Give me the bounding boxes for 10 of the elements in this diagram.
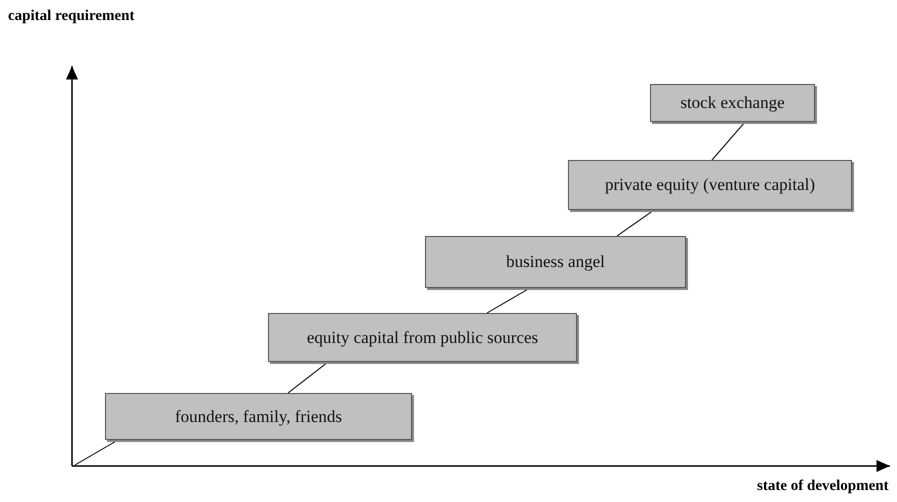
stage-box: business angel: [425, 236, 686, 288]
connector-line: [712, 122, 746, 160]
stage-box: equity capital from public sources: [268, 313, 577, 362]
stage-box: founders, family, friends: [105, 393, 412, 440]
stage-box: private equity (venture capital): [568, 160, 852, 210]
x-axis-label: state of development: [757, 478, 889, 495]
stage-box: stock exchange: [650, 84, 815, 122]
y-axis-label: capital requirement: [8, 8, 135, 25]
connector-line: [616, 210, 654, 236]
connector-line: [288, 362, 328, 394]
